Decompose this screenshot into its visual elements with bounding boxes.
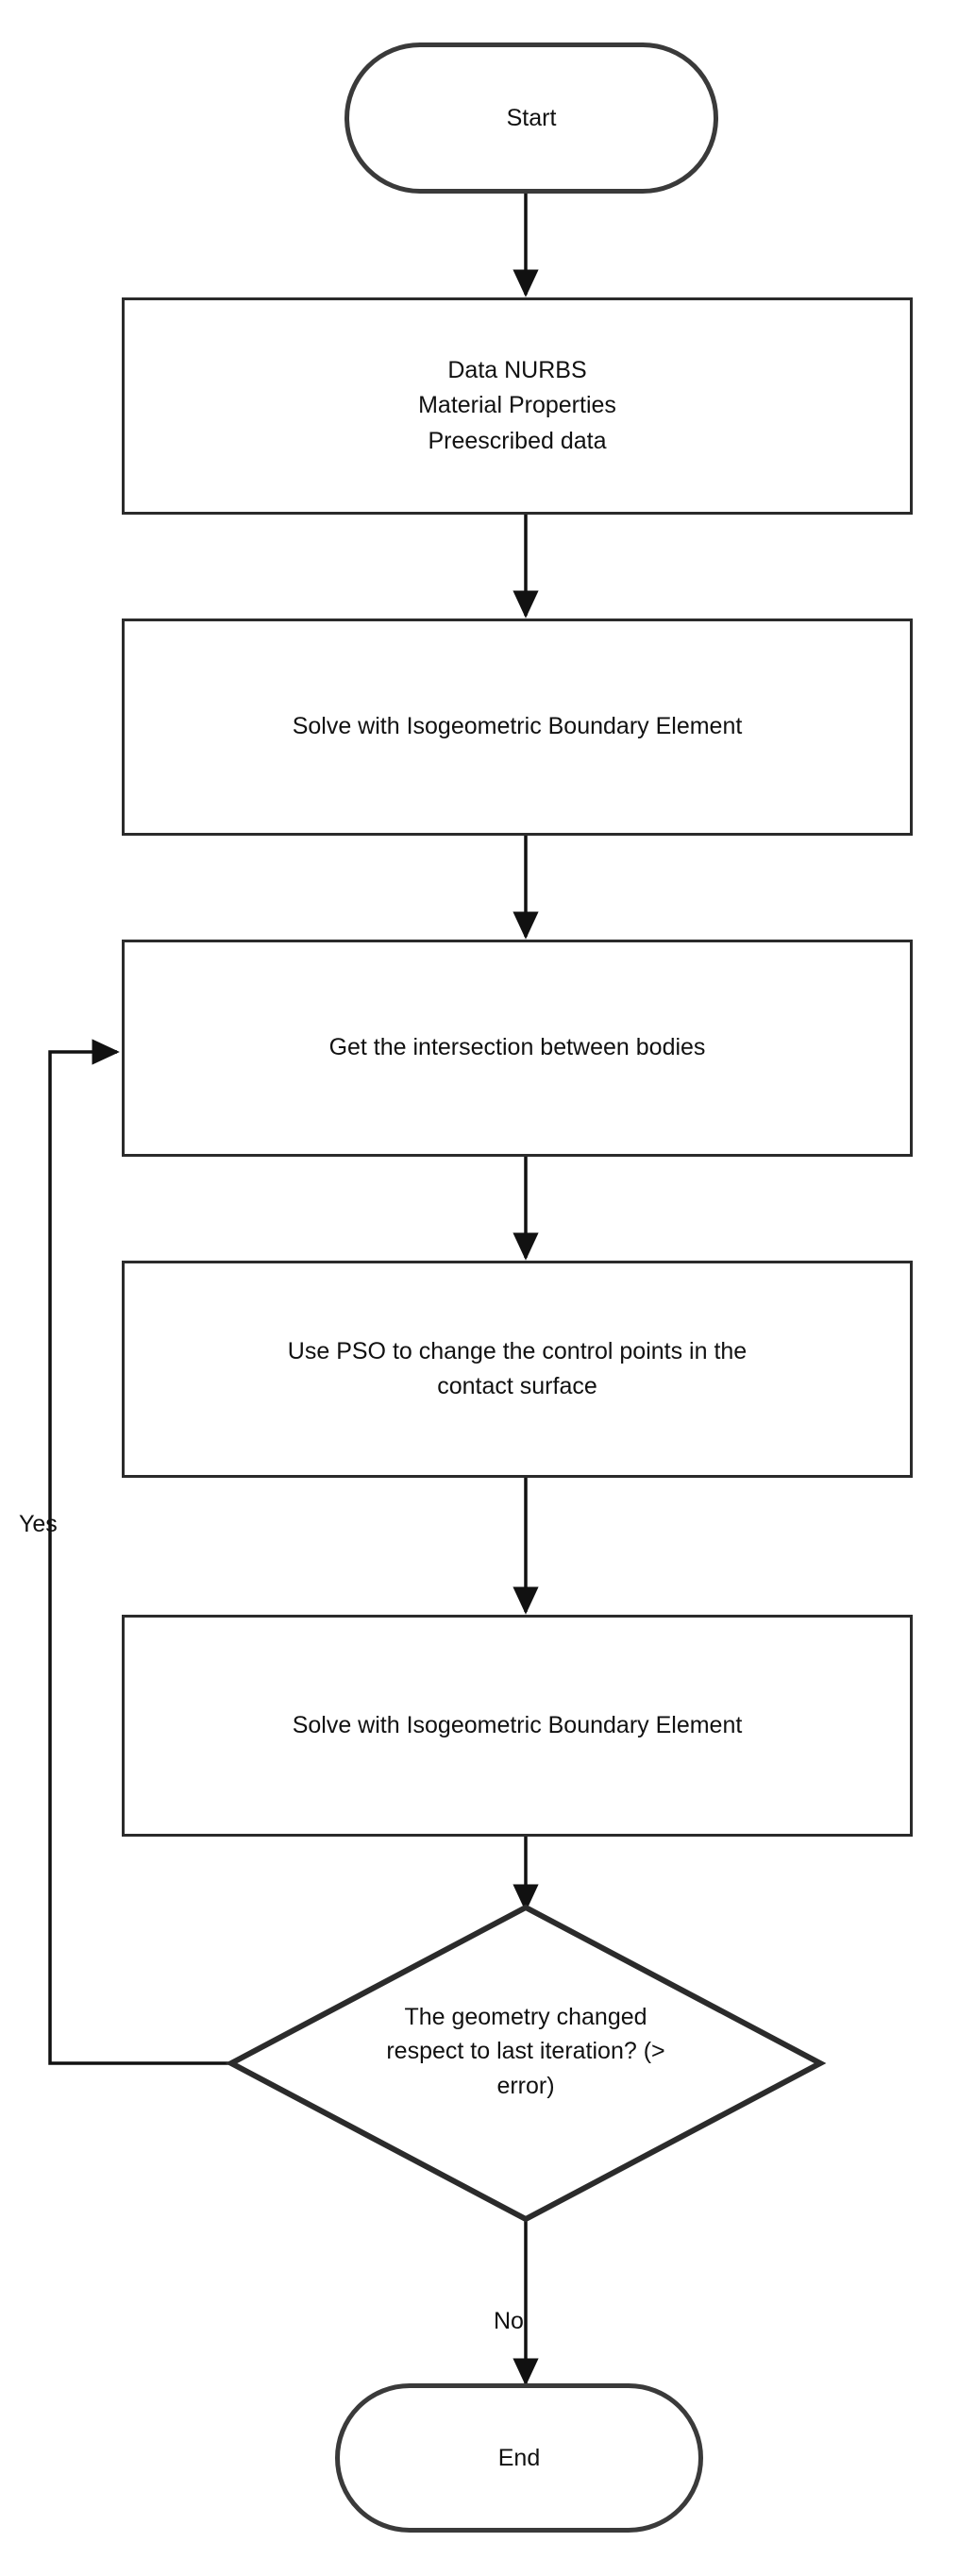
node-input-data-line-2: Material Properties [418,392,616,419]
decision-diamond-shape [225,1904,827,2223]
node-pso[interactable]: Use PSO to change the control points in … [122,1261,913,1478]
node-pso-text: Use PSO to change the control points in … [288,1334,747,1405]
node-solve-first-line-1: Solve with Isogeometric Boundary Element [292,713,743,740]
node-solve-first[interactable]: Solve with Isogeometric Boundary Element [122,619,913,836]
node-end[interactable]: End [335,2383,703,2533]
node-solve-first-text: Solve with Isogeometric Boundary Element [293,709,743,745]
node-input-data[interactable]: Data NURBS Material Properties Preescrib… [122,297,913,515]
edge-label-no: No [494,2308,524,2334]
node-solve-second-text: Solve with Isogeometric Boundary Element [293,1708,743,1744]
connector-feedback-yes [48,1039,231,2065]
node-pso-line-2: contact surface [437,1373,597,1399]
node-pso-line-1: Use PSO to change the control points in … [287,1337,748,1364]
node-end-label: End [497,2444,541,2471]
node-intersection[interactable]: Get the intersection between bodies [122,940,913,1157]
node-intersection-line-1: Get the intersection between bodies [328,1034,706,1061]
node-start[interactable]: Start [345,42,718,194]
node-input-data-line-3: Preescribed data [428,427,607,454]
node-start-label: Start [506,104,557,131]
node-solve-second-line-1: Solve with Isogeometric Boundary Element [292,1711,743,1738]
edge-label-yes: Yes [19,1511,58,1537]
node-input-data-text: Data NURBS Material Properties Preescrib… [418,353,616,460]
node-solve-second[interactable]: Solve with Isogeometric Boundary Element [122,1615,913,1837]
node-intersection-text: Get the intersection between bodies [329,1030,706,1066]
node-input-data-line-1: Data NURBS [447,356,587,383]
